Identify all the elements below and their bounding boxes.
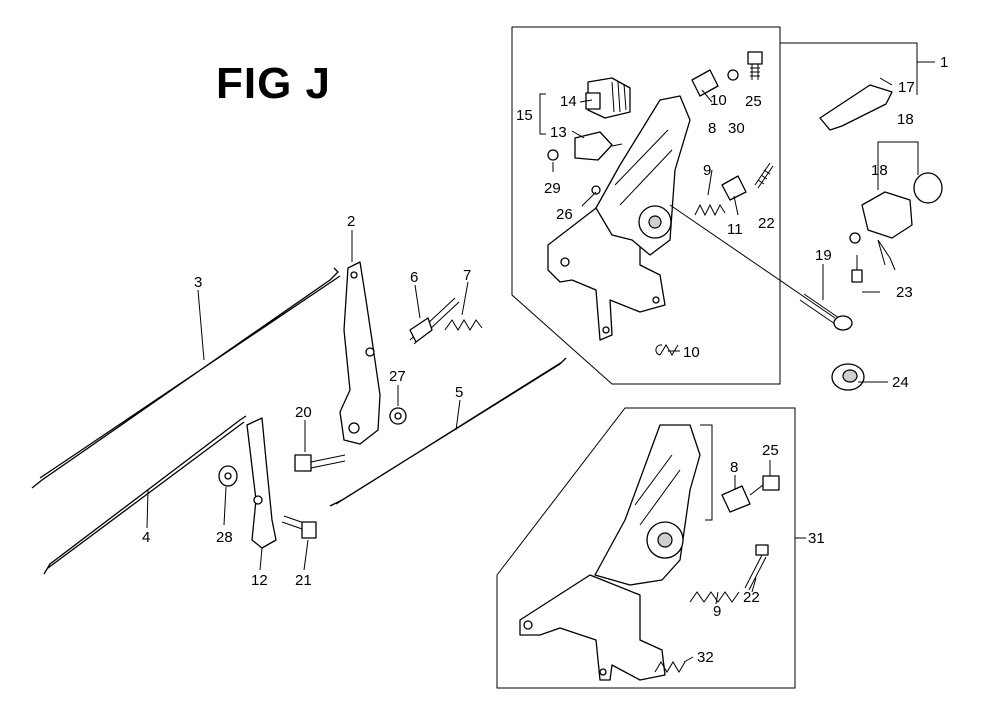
bracket-lower-8 <box>700 424 713 521</box>
callout-28: 28 <box>216 529 233 546</box>
callout-22-lower: 22 <box>743 589 760 606</box>
callout-7: 7 <box>463 267 471 284</box>
spring-7 <box>444 319 483 331</box>
callout-30: 30 <box>728 120 745 137</box>
callout-14: 14 <box>560 93 577 110</box>
spring-9-lower <box>689 591 740 603</box>
switch-13 <box>574 131 623 161</box>
callout-9-lower: 9 <box>713 603 721 620</box>
spring-32 <box>654 661 686 673</box>
callout-31: 31 <box>808 530 825 547</box>
spring-9-upper <box>694 203 726 217</box>
callout-12: 12 <box>251 572 268 589</box>
plate-8-lower <box>721 485 751 513</box>
callout-19: 19 <box>815 247 832 264</box>
leader-lines <box>146 77 919 663</box>
switch-18 <box>849 172 943 271</box>
callout-1: 1 <box>940 54 948 71</box>
callout-25-top: 25 <box>745 93 762 110</box>
nut-27 <box>389 407 407 425</box>
rod-3 <box>31 267 341 489</box>
plate-8-upper <box>691 69 719 97</box>
knob-24 <box>831 363 865 391</box>
screw-26 <box>591 185 601 195</box>
lever-2 <box>339 261 381 445</box>
callout-18: 18 <box>871 162 888 179</box>
bolt-20 <box>294 454 346 472</box>
choke-solenoid-14 <box>585 77 631 119</box>
bolt-19 <box>669 204 853 331</box>
screw-23 <box>851 255 863 283</box>
nut-29 <box>547 149 559 161</box>
callout-8-lower: 8 <box>730 459 738 476</box>
bolt-21 <box>281 515 317 539</box>
callout-20: 20 <box>295 404 312 421</box>
callout-6: 6 <box>410 269 418 286</box>
screw-22-lower <box>744 544 769 591</box>
rod-4 <box>43 415 247 575</box>
callout-32: 32 <box>697 649 714 666</box>
bolt-25-lower <box>749 475 780 496</box>
callout-17: 17 <box>898 79 915 96</box>
callout-27: 27 <box>389 368 406 385</box>
callout-13: 13 <box>550 124 567 141</box>
callout-26: 26 <box>556 206 573 223</box>
spring-10-lower <box>655 344 679 356</box>
callout-11: 11 <box>727 221 743 238</box>
assembly-frame-lower <box>496 407 796 689</box>
callout-18-top: 18 <box>897 111 914 128</box>
lever-12 <box>246 417 277 549</box>
callout-2: 2 <box>347 213 355 230</box>
rod-5 <box>329 357 567 507</box>
bolt-6 <box>409 297 460 345</box>
callout-21: 21 <box>295 572 312 589</box>
callout-4: 4 <box>142 529 150 546</box>
control-base-lower <box>519 424 701 681</box>
callout-10: 10 <box>683 344 700 361</box>
callout-23: 23 <box>896 284 913 301</box>
figure-title: FIG J <box>216 59 332 108</box>
callout-5: 5 <box>455 384 463 401</box>
callout-15: 15 <box>516 107 533 124</box>
callout-29: 29 <box>544 180 561 197</box>
assembly-frame-upper <box>511 26 781 385</box>
callout-10-top: 10 <box>710 92 727 109</box>
washer-30 <box>727 69 739 81</box>
screw-22-upper <box>754 162 774 189</box>
bolt-25-upper <box>747 51 763 80</box>
callout-labels: 1 17 18 18 14 15 13 29 26 10 8 30 25 9 1… <box>142 54 948 666</box>
collar-11 <box>721 175 747 201</box>
callout-24: 24 <box>892 374 909 391</box>
callout-8-top: 8 <box>708 120 716 137</box>
control-base-upper <box>547 95 691 341</box>
callout-9-top: 9 <box>703 162 711 179</box>
plate-17 <box>819 84 893 131</box>
callout-25-lower: 25 <box>762 442 779 459</box>
washer-28 <box>218 465 238 487</box>
callout-3: 3 <box>194 274 202 291</box>
callout-22-top: 22 <box>758 215 775 232</box>
bracket-1 <box>780 42 935 95</box>
